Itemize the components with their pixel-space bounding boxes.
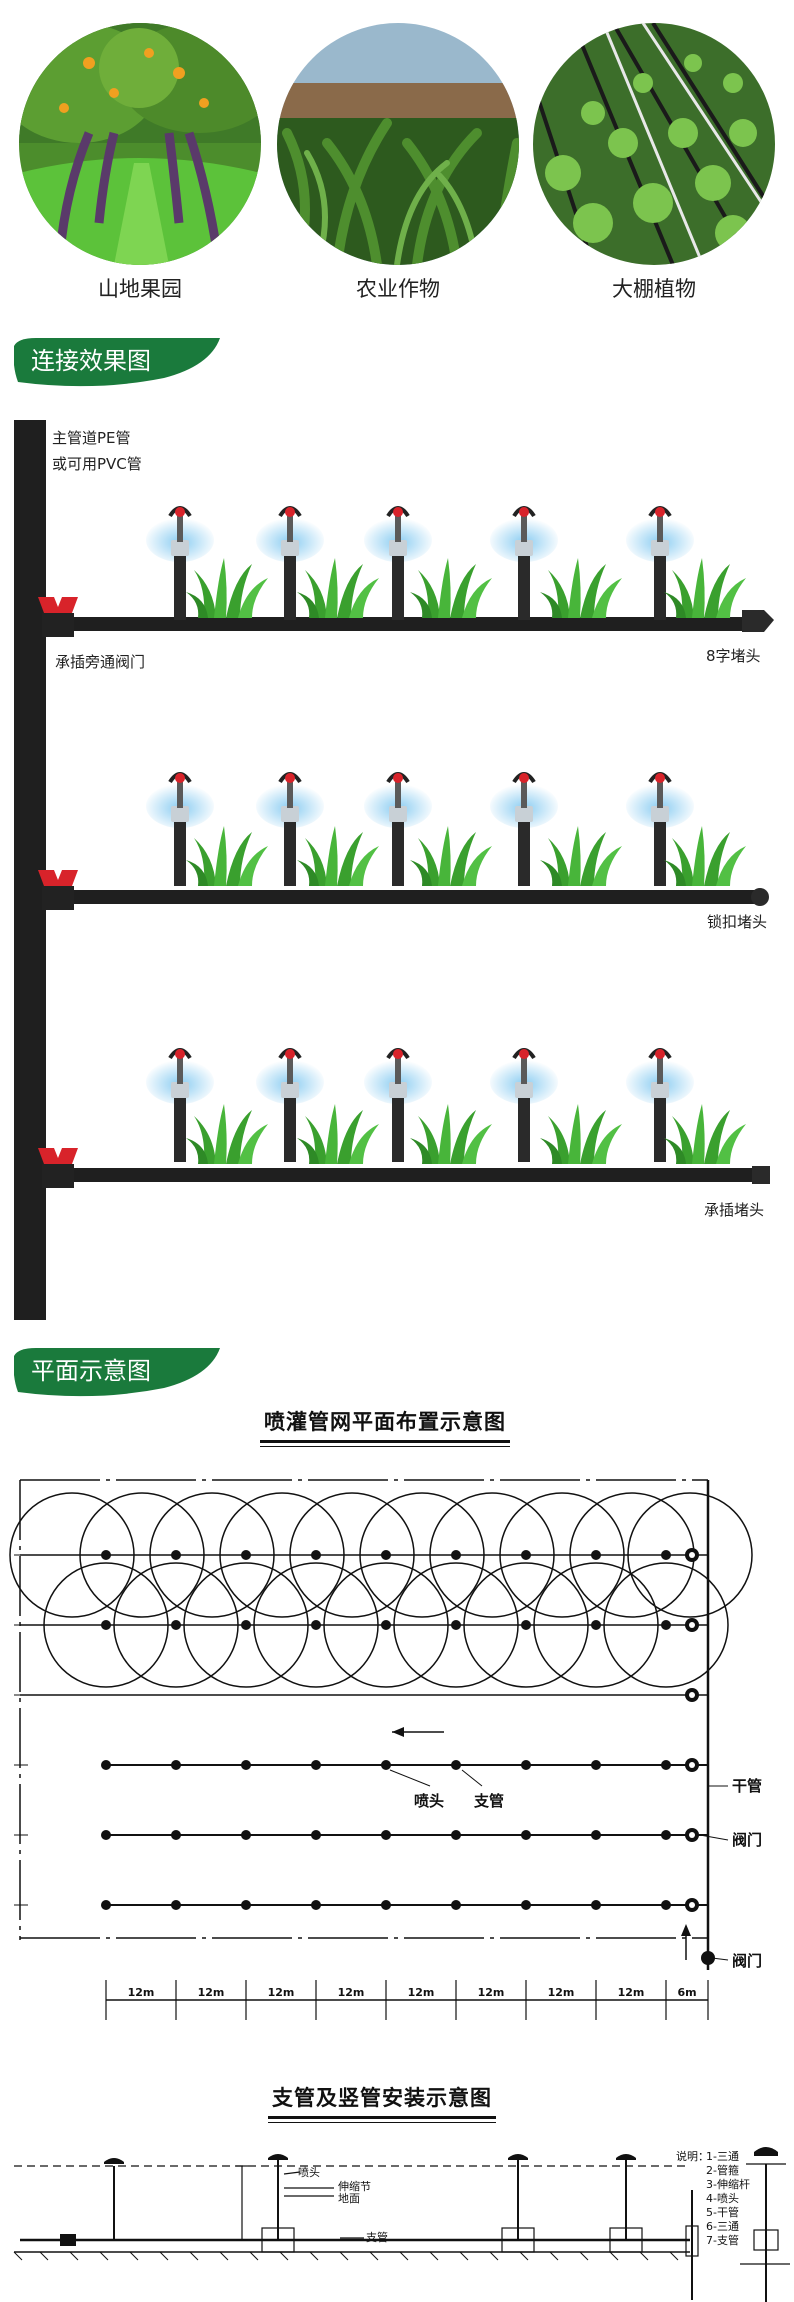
- install-legend-head: 说明：: [676, 2149, 709, 2163]
- install-title: 支管及竖管安装示意图: [268, 2082, 496, 2123]
- lock-end-cap: [751, 888, 769, 906]
- branch-row-1: [38, 505, 774, 637]
- section-heading-plan: 平面示意图: [14, 1346, 220, 1398]
- install-title-text: 支管及竖管安装示意图: [272, 2086, 492, 2110]
- svg-text:5-干管: 5-干管: [706, 2205, 739, 2219]
- install-label-ground: 地面: [338, 2192, 360, 2205]
- section-heading-text: 平面示意图: [31, 1357, 151, 1385]
- end-cap-label-2: 锁扣堵头: [707, 913, 768, 931]
- spacing-label: 12m: [128, 1986, 155, 1999]
- svg-text:4-喷头: 4-喷头: [706, 2192, 739, 2205]
- branch-row-2: [38, 771, 769, 910]
- spacing-label: 12m: [338, 1986, 365, 1999]
- plan-label-valve-2: 阀门: [732, 1952, 762, 1970]
- photo-caption-crops: 农业作物: [356, 277, 440, 301]
- socket-end-cap: [752, 1166, 770, 1184]
- spacing-label: 6m: [677, 1986, 696, 1999]
- corn-field-photo: [277, 23, 519, 265]
- section-heading-text: 连接效果图: [31, 347, 151, 375]
- greenhouse-photo: [533, 23, 775, 265]
- figure8-end-cap: [742, 610, 774, 632]
- coverage-circles: [9, 1492, 753, 1688]
- spacing-label: 12m: [618, 1986, 645, 1999]
- spacing-label: 12m: [268, 1986, 295, 1999]
- install-label-branch: 支管: [366, 2230, 388, 2244]
- plan-label-valve-1: 阀门: [732, 1831, 762, 1849]
- photo-caption-greenhouse: 大棚植物: [612, 277, 696, 301]
- spacing-label: 12m: [478, 1986, 505, 1999]
- plan-title-text: 喷灌管网平面布置示意图: [264, 1410, 506, 1434]
- install-label-telescopic: 伸缩节: [338, 2180, 371, 2193]
- section-heading-connection: 连接效果图: [14, 336, 220, 388]
- valve-label: 承插旁通阀门: [55, 653, 146, 671]
- plan-title: 喷灌管网平面布置示意图: [260, 1406, 510, 1447]
- connection-diagram: [14, 420, 774, 1320]
- spacing-labels: 12m 12m 12m 12m 12m 12m 12m 12m 6m: [128, 1986, 697, 1999]
- plan-diagram: 12m 12m 12m 12m 12m 12m 12m 12m 6m 喷头 支管 干管 阀门 阀…: [9, 1479, 762, 2020]
- install-diagram: 喷头 伸缩节 地面 支管 说明： 1-三通 2-管箍 3-伸缩杆 4-喷头 5-…: [13, 2147, 790, 2302]
- svg-text:6-三通: 6-三通: [706, 2220, 739, 2233]
- photo-caption-orchard: 山地果园: [98, 277, 182, 301]
- bypass-valve-3: [38, 1148, 78, 1188]
- spacing-label: 12m: [548, 1986, 575, 1999]
- main-pipe-note-line1: 主管道PE管: [52, 429, 131, 447]
- branch-row-3: [38, 1047, 770, 1188]
- end-cap-label-1: 8字堵头: [706, 647, 761, 665]
- end-cap-label-3: 承插堵头: [704, 1201, 765, 1219]
- svg-text:3-伸缩杆: 3-伸缩杆: [706, 2177, 750, 2191]
- bypass-valve-1: [38, 597, 78, 637]
- install-legend: 1-三通 2-管箍 3-伸缩杆 4-喷头 5-干管 6-三通 7-支管: [706, 2150, 750, 2247]
- spacing-label: 12m: [198, 1986, 225, 1999]
- install-label-nozzle: 喷头: [298, 2166, 320, 2179]
- spacing-label: 12m: [408, 1986, 435, 1999]
- plan-label-trunk: 干管: [732, 1777, 762, 1795]
- bypass-valve-2: [38, 870, 78, 910]
- orchard-photo: [19, 23, 261, 265]
- plan-label-branch: 支管: [473, 1792, 504, 1810]
- svg-text:2-管箍: 2-管箍: [706, 2163, 739, 2177]
- svg-text:7-支管: 7-支管: [706, 2233, 739, 2247]
- main-pipe-note-line2: 或可用PVC管: [52, 455, 142, 473]
- plan-label-nozzle: 喷头: [414, 1792, 444, 1810]
- svg-text:1-三通: 1-三通: [706, 2150, 739, 2163]
- valve-symbols: [685, 1548, 715, 1965]
